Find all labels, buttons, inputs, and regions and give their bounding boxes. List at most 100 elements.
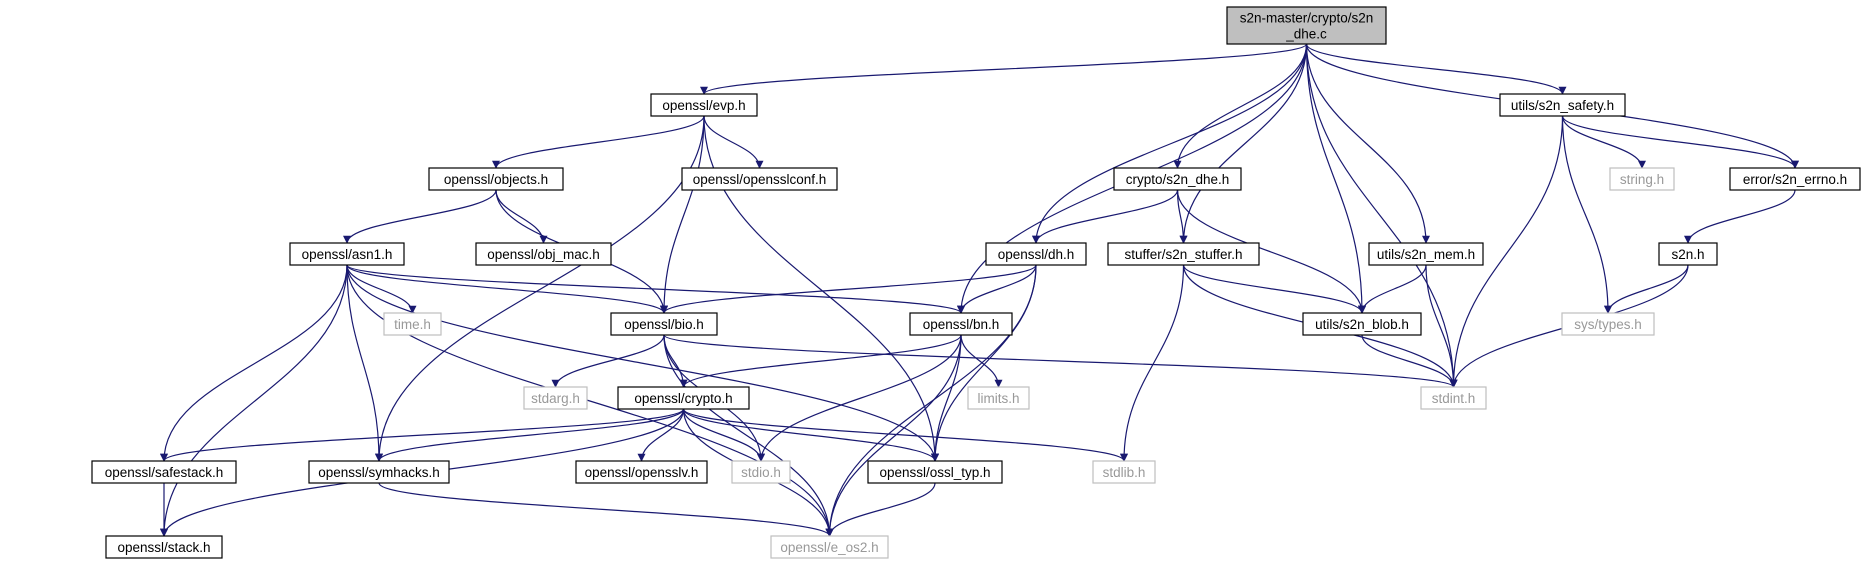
edge-asn1-to-eos2 — [346, 264, 834, 537]
node-label: openssl/evp.h — [662, 98, 745, 113]
edge-symhacks-to-eos2 — [378, 482, 834, 537]
node-root[interactable]: s2n-master/crypto/s2n_dhe.c — [1226, 6, 1387, 45]
edge-asn1-to-bio — [346, 264, 668, 314]
node-label: crypto/s2n_dhe.h — [1126, 172, 1230, 187]
node-symhacks[interactable]: openssl/symhacks.h — [308, 460, 450, 484]
node-eos2: openssl/e_os2.h — [770, 535, 889, 559]
edge-safety-to-systypes — [1561, 115, 1612, 314]
node-label: openssl/ossl_typ.h — [879, 465, 990, 480]
node-label: utils/s2n_safety.h — [1511, 98, 1614, 113]
node-label: _dhe.c — [1285, 27, 1327, 42]
node-box — [681, 167, 838, 191]
edge-s2nh-to-systypes — [1604, 264, 1689, 314]
edge-dh-to-bio — [660, 264, 1037, 314]
edge-s2ndhe-to-dh — [1032, 189, 1179, 244]
node-stack[interactable]: openssl/stack.h — [105, 535, 223, 559]
node-box — [1561, 312, 1655, 336]
node-safety[interactable]: utils/s2n_safety.h — [1499, 93, 1626, 117]
node-box — [383, 312, 442, 336]
node-objmac[interactable]: openssl/obj_mac.h — [475, 242, 612, 266]
node-blob[interactable]: utils/s2n_blob.h — [1302, 312, 1422, 336]
edge-bn-to-limits — [960, 334, 1003, 388]
edge-evp-to-bio — [660, 115, 705, 314]
node-label: openssl/opensslv.h — [585, 465, 699, 480]
edge-safety-to-string — [1561, 115, 1646, 169]
node-box — [1092, 460, 1156, 484]
edge-bn-to-stdio — [757, 334, 962, 462]
node-opensslv[interactable]: openssl/opensslv.h — [575, 460, 708, 484]
node-label: stdint.h — [1432, 391, 1476, 406]
node-s2nh[interactable]: s2n.h — [1658, 242, 1718, 266]
node-time: time.h — [383, 312, 442, 336]
node-ossltyp[interactable]: openssl/ossl_typ.h — [867, 460, 1003, 484]
node-evp[interactable]: openssl/evp.h — [650, 93, 758, 117]
node-box — [428, 167, 564, 191]
edge-crypto-to-stdlib — [682, 408, 1128, 462]
node-label: time.h — [394, 317, 431, 332]
node-label: utils/s2n_blob.h — [1315, 317, 1409, 332]
edge-s2ndhe-to-blob — [1176, 189, 1366, 314]
node-label: openssl/dh.h — [998, 247, 1075, 262]
node-bio[interactable]: openssl/bio.h — [610, 312, 718, 336]
node-box — [1499, 93, 1626, 117]
node-label: stdio.h — [741, 465, 781, 480]
edge-mem-to-stdint — [1425, 264, 1458, 388]
node-box — [1302, 312, 1422, 336]
node-label: sys/types.h — [1574, 317, 1642, 332]
node-box — [1729, 167, 1861, 191]
node-label: stdlib.h — [1103, 465, 1146, 480]
node-label: openssl/crypto.h — [634, 391, 732, 406]
edges-layer — [160, 43, 1799, 537]
node-label: utils/s2n_mem.h — [1377, 247, 1475, 262]
node-label: s2n-master/crypto/s2n — [1240, 11, 1374, 26]
node-errno[interactable]: error/s2n_errno.h — [1729, 167, 1861, 191]
node-box — [575, 460, 708, 484]
node-box — [650, 93, 758, 117]
node-dh[interactable]: openssl/dh.h — [985, 242, 1087, 266]
node-bn[interactable]: openssl/bn.h — [909, 312, 1013, 336]
edge-root-to-safety — [1305, 43, 1567, 95]
edge-stuffer-to-blob — [1182, 264, 1366, 314]
node-box — [475, 242, 612, 266]
node-label: openssl/asn1.h — [302, 247, 393, 262]
edge-bio-to-eos2 — [663, 334, 834, 537]
edge-crypto-to-symhacks — [375, 408, 685, 462]
node-box — [909, 312, 1013, 336]
node-label: limits.h — [977, 391, 1019, 406]
node-box — [1368, 242, 1484, 266]
edge-crypto-to-stdio — [682, 408, 765, 462]
node-label: string.h — [1620, 172, 1664, 187]
edge-root-to-dh — [1032, 43, 1308, 244]
edge-asn1-to-ossltyp — [346, 264, 939, 462]
node-crypto[interactable]: openssl/crypto.h — [617, 386, 750, 410]
node-safestack[interactable]: openssl/safestack.h — [91, 460, 237, 484]
node-box — [967, 386, 1030, 410]
node-box — [985, 242, 1087, 266]
edge-errno-to-s2nh — [1684, 189, 1796, 244]
edge-ossltyp-to-eos2 — [825, 482, 936, 537]
node-label: openssl/symhacks.h — [318, 465, 440, 480]
edge-evp-to-objects — [492, 115, 705, 169]
node-box — [1113, 167, 1242, 191]
node-label: error/s2n_errno.h — [1743, 172, 1847, 187]
node-opensslconf[interactable]: openssl/opensslconf.h — [681, 167, 838, 191]
edge-bn-to-ossltyp — [931, 334, 962, 462]
node-box — [610, 312, 718, 336]
node-asn1[interactable]: openssl/asn1.h — [289, 242, 405, 266]
nodes-layer: s2n-master/crypto/s2n_dhe.c openssl/evp.h… — [91, 6, 1861, 559]
node-s2ndhe[interactable]: crypto/s2n_dhe.h — [1113, 167, 1242, 191]
node-stuffer[interactable]: stuffer/s2n_stuffer.h — [1107, 242, 1260, 266]
node-box — [523, 386, 588, 410]
node-stdlib: stdlib.h — [1092, 460, 1156, 484]
node-mem[interactable]: utils/s2n_mem.h — [1368, 242, 1484, 266]
node-objects[interactable]: openssl/objects.h — [428, 167, 564, 191]
node-label: openssl/bn.h — [923, 317, 1000, 332]
edge-crypto-to-ossltyp — [682, 408, 939, 462]
node-label: openssl/e_os2.h — [780, 540, 878, 555]
edge-blob-to-stdint — [1361, 334, 1458, 388]
node-label: stuffer/s2n_stuffer.h — [1124, 247, 1242, 262]
node-box — [289, 242, 405, 266]
node-box — [105, 535, 223, 559]
node-box — [867, 460, 1003, 484]
edge-root-to-blob — [1305, 43, 1366, 314]
